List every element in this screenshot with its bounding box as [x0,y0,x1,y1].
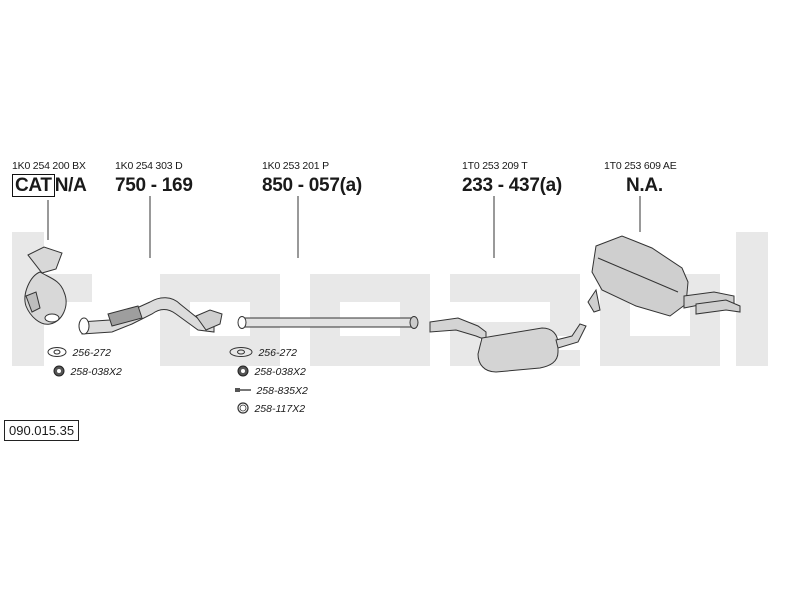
oe-number: 1K0 254 200 BX [12,160,86,172]
cat-badge: CAT [12,174,55,197]
part-number[interactable]: N/A [54,175,87,196]
accessory-item[interactable]: 258-117X2 [236,399,305,417]
ring-icon [237,402,249,414]
nut-icon [237,365,249,377]
accessory-item[interactable]: 258-038X2 [52,362,122,380]
oe-number: 1K0 254 303 D [115,160,183,172]
leader-lines [47,196,641,258]
bolt-icon [235,387,251,392]
catalytic-converter [24,246,67,325]
accessory-item[interactable]: 258-835X2 [234,381,308,399]
part-number[interactable]: 850 - 057(a) [262,175,362,196]
oe-number: 1K0 253 201 P [262,160,329,172]
rear-silencer [587,235,741,317]
gasket-icon [229,346,253,357]
accessory-item[interactable]: 256-272 [228,343,297,361]
accessory-item[interactable]: 258-038X2 [236,362,306,380]
centre-silencer [429,317,587,373]
oe-number: 1T0 253 609 AE [604,160,677,172]
accessory-code: 258-038X2 [254,366,306,378]
part-number[interactable]: 233 - 437(a) [462,175,562,196]
front-pipe [78,297,223,335]
oe-number: 1T0 253 209 T [462,160,528,172]
accessory-code: 258-835X2 [256,385,308,397]
accessory-code: 256-272 [72,347,111,359]
nut-icon [53,365,65,377]
intermediate-pipe [237,316,419,329]
part-number[interactable]: N.A. [626,175,663,196]
gasket-icon [47,346,67,357]
accessory-code: 256-272 [258,347,297,359]
accessory-item[interactable]: 256-272 [46,343,111,361]
part-number[interactable]: 750 - 169 [115,175,193,196]
accessory-code: 258-038X2 [70,366,122,378]
accessory-code: 258-117X2 [254,403,306,415]
diagram-reference: 090.015.35 [4,420,80,441]
